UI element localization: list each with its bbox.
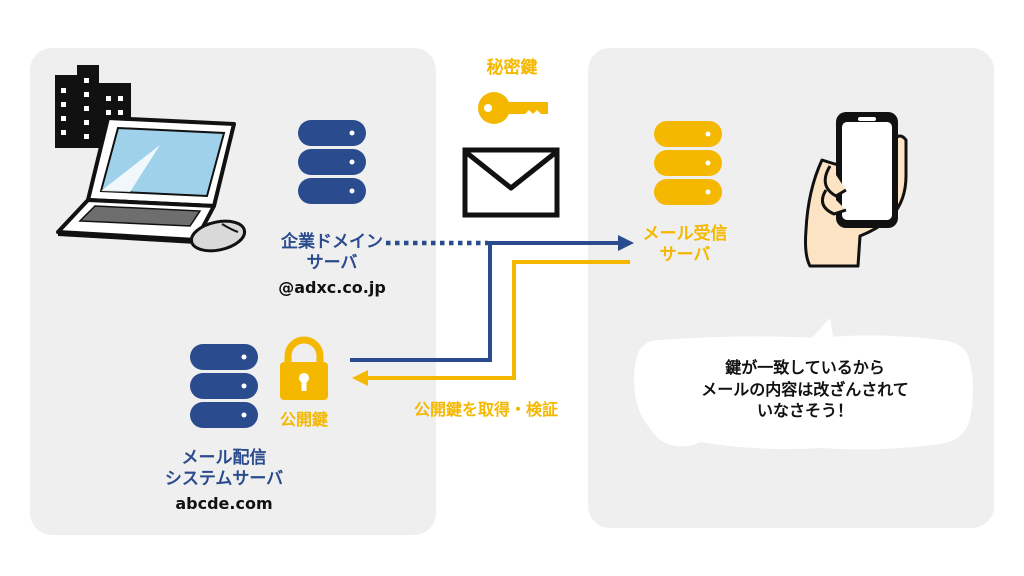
mail-path-arrow [350,241,620,362]
domain-server-label: 企業ドメイン サーバ [272,232,392,275]
laptop-icon [56,116,236,244]
padlock-icon [280,336,328,400]
mouse-icon [189,219,247,253]
key-icon [478,92,548,124]
server-icon-receiver [654,121,722,205]
mail-system-label: メール配信 システムサーバ [150,448,298,491]
domain-server-label-line2: サーバ [306,253,358,274]
server-icon-domain [298,120,366,204]
smartphone-in-hand-icon [804,112,908,268]
domain-server-label-line1: 企業ドメイン [281,232,383,252]
public-key-label: 公開鍵 [279,410,328,429]
mail-system-label-line2: システムサーバ [164,469,284,490]
bubble-text-line3: いなさそう！ [756,401,853,421]
speech-bubble [634,318,973,450]
receiver-server-label-line1: メール受信 [642,224,728,244]
key-fetch-arrow [366,260,630,380]
receiver-server-label-line2: サーバ [659,245,711,266]
bubble-text: 鍵が一致しているから メールの内容は改ざんされて いなさそう！ [660,357,950,422]
receiver-server-label: メール受信 サーバ [630,224,740,267]
domain-text: @adxc.co.jp [278,278,386,297]
envelope-icon [462,147,560,218]
fetch-verify-label: 公開鍵を取得・検証 [413,400,558,419]
mail-system-domain-text: abcde.com [175,494,273,513]
secret-key-label: 秘密鍵 [486,58,538,78]
bubble-text-line1: 鍵が一致しているから [725,358,885,377]
bubble-text-line2: メールの内容は改ざんされて [701,379,909,399]
server-icon-mail-system [190,344,258,428]
mail-system-label-line1: メール配信 [181,448,267,468]
